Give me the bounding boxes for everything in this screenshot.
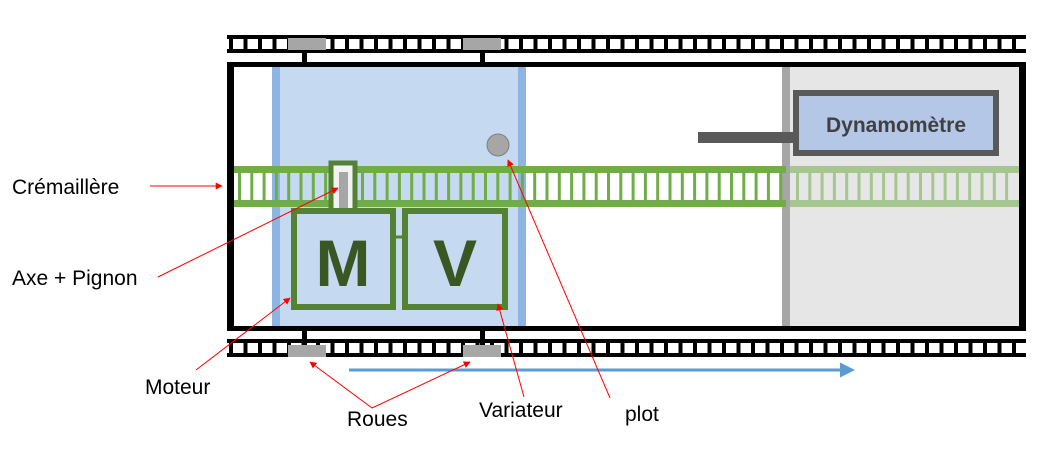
label-cremaillere: Crémaillère — [12, 176, 119, 199]
motor-letter: M — [316, 226, 371, 300]
motor-box — [291, 208, 396, 310]
variator-box — [402, 208, 508, 310]
dynamometer-zone-edge — [782, 66, 790, 328]
label-variateur: Variateur — [479, 399, 563, 422]
rack — [234, 166, 1019, 207]
wheel-top-left — [288, 38, 326, 64]
wheel-bottom-left — [288, 330, 326, 357]
rail-top — [227, 35, 1026, 53]
variator-letter: V — [433, 226, 477, 300]
rail-bottom — [227, 339, 1026, 357]
arrow-roues-right — [371, 361, 471, 409]
arrow-roues-left — [309, 361, 373, 409]
arrow-moteur — [195, 297, 291, 371]
dynamometer-box — [793, 90, 999, 156]
dynamometer-label: Dynamomètre — [826, 114, 966, 137]
annotation-arrows — [150, 159, 611, 409]
arrow-variateur — [496, 303, 525, 398]
label-roues: Roues — [347, 408, 408, 431]
label-axe-pignon: Axe + Pignon — [12, 267, 138, 290]
wheel-top-right — [463, 38, 501, 64]
arrow-plot — [507, 159, 611, 399]
wheel-bottom-right — [463, 330, 501, 357]
arrow-axe-pignon — [157, 187, 339, 278]
frame — [227, 62, 1026, 331]
dynamometer-rod — [698, 132, 798, 143]
label-moteur: Moteur — [145, 376, 210, 399]
label-plot: plot — [625, 403, 659, 426]
axle — [339, 172, 348, 208]
stud — [486, 133, 510, 157]
